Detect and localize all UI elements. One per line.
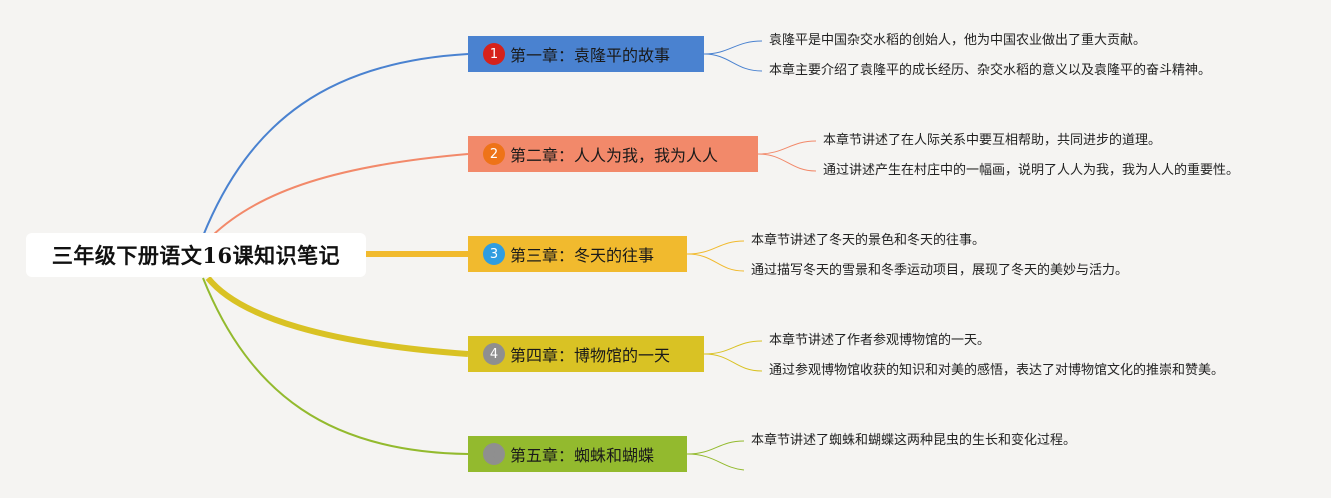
chapter-4-note-1[interactable]: 本章节讲述了作者参观博物馆的一天。 [769, 333, 991, 348]
note-connector-1b [703, 53, 763, 72]
note-connector-3b [686, 253, 745, 272]
chapter-1-note-2[interactable]: 本章主要介绍了袁隆平的成长经历、杂交水稻的意义以及袁隆平的奋斗精神。 [769, 63, 1212, 78]
chapter-4-topic[interactable]: 4 第四章：博物馆的一天 [468, 336, 704, 372]
chapter-3-note-1[interactable]: 本章节讲述了冬天的景色和冬天的往事。 [751, 233, 986, 248]
chapter-4-number-badge: 4 [483, 343, 505, 365]
chapter-5-topic[interactable]: 5 第五章：蜘蛛和蝴蝶 [468, 436, 687, 472]
chapter-4-label: 第四章：博物馆的一天 [510, 346, 671, 365]
chapter-2-label: 第二章：人人为我，我为人人 [510, 146, 719, 165]
note-connector-4b [703, 353, 763, 372]
chapter-5-number-badge: 5 [483, 443, 505, 465]
branch-connector-5 [202, 277, 469, 455]
note-connector-3a [686, 240, 745, 255]
root-topic-label: 三年级下册语文16课知识笔记 [51, 243, 341, 268]
chapter-5-label: 第五章：蜘蛛和蝴蝶 [510, 446, 655, 465]
chapter-2-number-badge: 2 [483, 143, 505, 165]
note-connector-1a [703, 40, 763, 55]
note-connector-2b [757, 153, 817, 172]
chapter-1-note-1[interactable]: 袁隆平是中国杂交水稻的创始人，他为中国农业做出了重大贡献。 [769, 33, 1147, 48]
branch-connector-4 [205, 276, 469, 357]
chapter-3-label: 第三章：冬天的往事 [510, 246, 655, 265]
chapter-4-note-2[interactable]: 通过参观博物馆收获的知识和对美的感悟，表达了对博物馆文化的推崇和赞美。 [769, 363, 1225, 378]
chapter-3-topic[interactable]: 3 第三章：冬天的往事 [468, 236, 687, 272]
chapter-5-note-1[interactable]: 本章节讲述了蜘蛛和蝴蝶这两种昆虫的生长和变化过程。 [751, 433, 1077, 448]
chapter-2-topic[interactable]: 2 第二章：人人为我，我为人人 [468, 136, 758, 172]
note-connector-2a [757, 140, 817, 155]
chapter-2-note-1[interactable]: 本章节讲述了在人际关系中要互相帮助，共同进步的道理。 [823, 133, 1162, 148]
root-topic[interactable]: 三年级下册语文16课知识笔记 [26, 233, 366, 277]
chapter-1-topic[interactable]: 1 第一章：袁隆平的故事 [468, 36, 704, 72]
branch-connector-2 [211, 153, 469, 237]
note-connector-5b [686, 453, 745, 471]
chapter-1-number-badge: 1 [483, 43, 505, 65]
chapter-2-note-2[interactable]: 通过讲述产生在村庄中的一幅画，说明了人人为我，我为人人的重要性。 [823, 163, 1240, 178]
branch-connector-1 [202, 53, 469, 237]
chapter-3-note-2[interactable]: 通过描写冬天的雪景和冬季运动项目，展现了冬天的美妙与活力。 [751, 263, 1129, 278]
note-connector-4a [703, 340, 763, 355]
chapter-3-number-badge: 3 [483, 243, 505, 265]
note-connector-5a [686, 440, 745, 455]
chapter-1-label: 第一章：袁隆平的故事 [510, 46, 671, 65]
